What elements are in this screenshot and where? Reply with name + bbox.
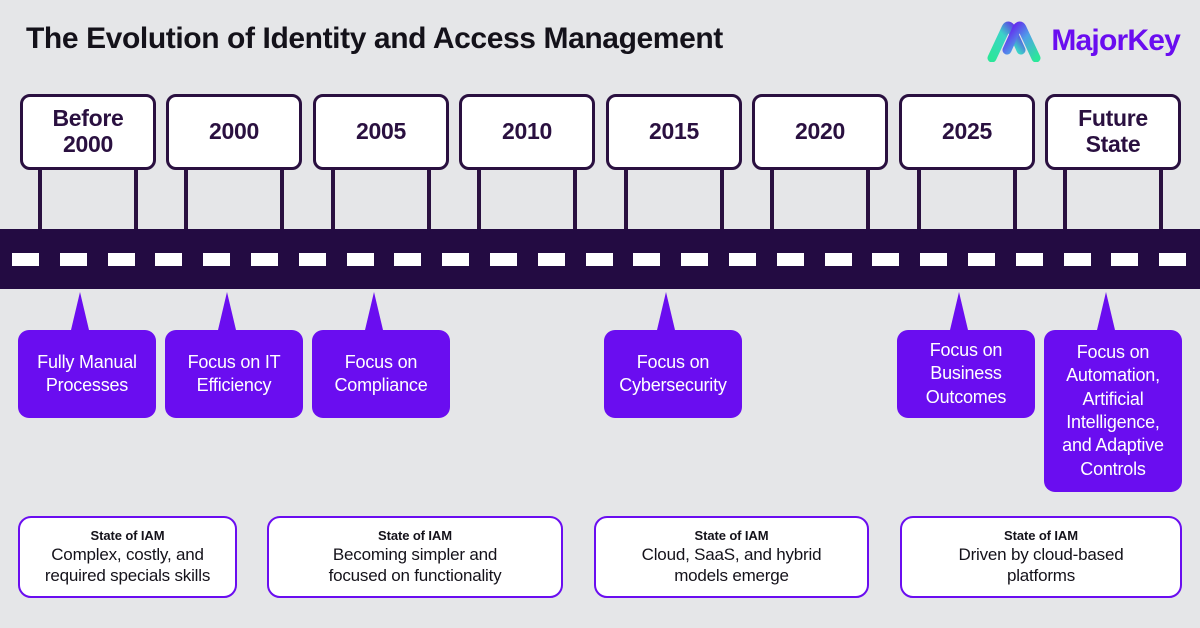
timeline-dash bbox=[155, 253, 183, 266]
timeline-dash bbox=[490, 253, 517, 266]
timeline-stem bbox=[917, 170, 921, 229]
header: The Evolution of Identity and Access Man… bbox=[0, 0, 1200, 88]
timeline-bar bbox=[0, 229, 1200, 289]
timeline-stem bbox=[134, 170, 138, 229]
timeline-dash bbox=[537, 253, 565, 266]
timeline-dash bbox=[203, 253, 231, 266]
timeline-dash bbox=[824, 253, 852, 266]
timeline-date-label: 2025 bbox=[942, 118, 992, 145]
timeline-dash bbox=[1159, 253, 1187, 266]
timeline-stem bbox=[331, 170, 335, 229]
callout-tail bbox=[71, 292, 89, 330]
state-of-iam-card-title: State of IAM bbox=[1004, 527, 1078, 543]
timeline-stem bbox=[866, 170, 870, 229]
timeline-dash bbox=[107, 253, 135, 266]
callout-tail bbox=[950, 292, 968, 330]
timeline-date-label: 2005 bbox=[356, 118, 406, 145]
timeline-dash bbox=[872, 253, 900, 266]
timeline-dash bbox=[346, 253, 374, 266]
timeline-dash bbox=[920, 253, 948, 266]
timeline-date-box[interactable]: 2005 bbox=[313, 94, 449, 170]
timeline-date-label: 2020 bbox=[795, 118, 845, 145]
timeline-stem bbox=[1159, 170, 1163, 229]
page-title: The Evolution of Identity and Access Man… bbox=[26, 22, 723, 55]
state-of-iam-card-title: State of IAM bbox=[694, 527, 769, 543]
timeline-date-box[interactable]: 2010 bbox=[459, 94, 595, 170]
majorkey-logo: MajorKey bbox=[987, 20, 1181, 62]
timeline-stem bbox=[38, 170, 42, 229]
timeline-stem bbox=[624, 170, 628, 229]
timeline-stem bbox=[770, 170, 774, 229]
timeline-dash bbox=[681, 253, 709, 266]
timeline-dash bbox=[729, 253, 756, 266]
callout-tail bbox=[1097, 292, 1115, 330]
timeline-dash bbox=[1015, 253, 1043, 266]
callout-tail bbox=[657, 292, 675, 330]
timeline-date-label: 2015 bbox=[649, 118, 699, 145]
timeline-stem bbox=[184, 170, 188, 229]
timeline-date-box[interactable]: 2020 bbox=[752, 94, 888, 170]
timeline-dash bbox=[298, 253, 326, 266]
timeline-stem bbox=[1013, 170, 1017, 229]
state-of-iam-card-title: State of IAM bbox=[90, 527, 165, 543]
timeline-date-label: 2010 bbox=[502, 118, 552, 145]
state-of-iam-card-title: State of IAM bbox=[378, 527, 452, 543]
timeline-dash bbox=[1063, 253, 1091, 266]
timeline-dash bbox=[776, 253, 804, 266]
timeline-date-box[interactable]: 2025 bbox=[899, 94, 1035, 170]
timeline-dash bbox=[59, 253, 87, 266]
timeline-dash bbox=[442, 253, 470, 266]
timeline-stem bbox=[427, 170, 431, 229]
timeline-dash bbox=[968, 253, 995, 266]
timeline-dash bbox=[585, 253, 613, 266]
timeline-stem bbox=[477, 170, 481, 229]
timeline-dash bbox=[394, 253, 422, 266]
timeline-date-box[interactable]: 2015 bbox=[606, 94, 742, 170]
timeline-dash bbox=[1111, 253, 1139, 266]
timeline-date-box[interactable]: 2000 bbox=[166, 94, 302, 170]
timeline-date-label: 2000 bbox=[209, 118, 259, 145]
majorkey-m-mark bbox=[987, 21, 1041, 62]
timeline-stem bbox=[280, 170, 284, 229]
logo-wordmark: MajorKey bbox=[1051, 24, 1180, 57]
timeline-stem bbox=[720, 170, 724, 229]
timeline-stem bbox=[1063, 170, 1067, 229]
callout-tail bbox=[218, 292, 236, 330]
callout-tail bbox=[365, 292, 383, 330]
timeline-dash bbox=[633, 253, 661, 266]
timeline-dash bbox=[251, 253, 278, 266]
timeline-dash bbox=[12, 253, 39, 266]
timeline-stem bbox=[573, 170, 577, 229]
